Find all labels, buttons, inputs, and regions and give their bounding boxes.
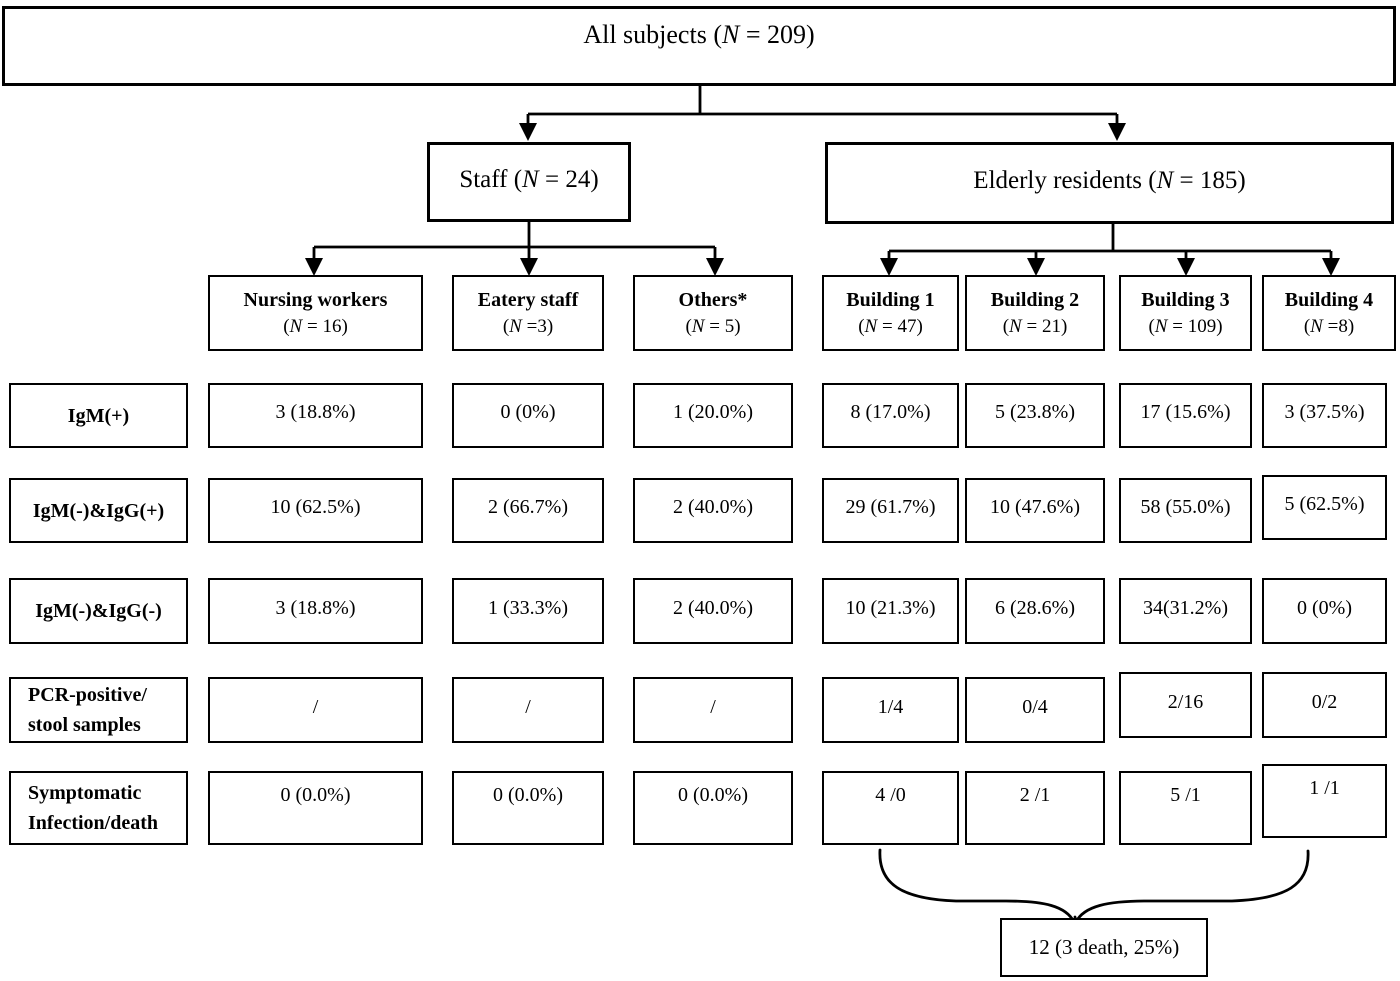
data-cell: 2 (66.7%) <box>452 478 604 543</box>
group-box-eatery-staff: Eatery staff (N =3) <box>452 275 604 351</box>
arrowhead-building-3 <box>1177 258 1195 276</box>
data-cell: 2/16 <box>1119 672 1252 738</box>
data-cell: 3 (18.8%) <box>208 383 423 448</box>
arrowhead-nursing <box>305 258 323 276</box>
group-title: Building 1 <box>846 288 935 311</box>
data-cell: 17 (15.6%) <box>1119 383 1252 448</box>
data-cell: 0 (0.0%) <box>452 771 604 845</box>
group-n: (N = 21) <box>1002 315 1068 337</box>
group-box-others: Others* (N = 5) <box>633 275 793 351</box>
group-n: (N = 16) <box>283 315 348 337</box>
data-cell: 0 (0%) <box>1262 578 1387 644</box>
data-cell: 34(31.2%) <box>1119 578 1252 644</box>
arrowhead-building-1 <box>880 258 898 276</box>
group-n: (N =3) <box>502 315 554 337</box>
data-cell: 6 (28.6%) <box>965 578 1105 644</box>
data-cell: 3 (37.5%) <box>1262 383 1387 448</box>
branch-lines-staff-groups <box>312 222 717 260</box>
group-box-building-1: Building 1 (N = 47) <box>822 275 959 351</box>
group-title: Nursing workers <box>243 288 388 311</box>
data-cell: 1 (33.3%) <box>452 578 604 644</box>
staff-label: Staff (N = 24) <box>459 166 599 193</box>
row-label-igm-positive: IgM(+) <box>9 383 188 448</box>
row-label-igm-neg-igg-pos: IgM(-)&IgG(+) <box>9 478 188 543</box>
data-cell: 0 (0.0%) <box>208 771 423 845</box>
data-cell: 2 /1 <box>965 771 1105 845</box>
all-subjects-label: All subjects (N = 209) <box>583 20 815 49</box>
arrowhead-staff <box>519 123 537 141</box>
group-title: Eatery staff <box>477 288 579 311</box>
data-cell: 1 /1 <box>1262 764 1387 838</box>
data-cell: 1/4 <box>822 677 959 743</box>
group-box-building-4: Building 4 (N =8) <box>1262 275 1396 351</box>
data-cell: 29 (61.7%) <box>822 478 959 543</box>
arrowhead-eatery <box>520 258 538 276</box>
data-cell: 10 (21.3%) <box>822 578 959 644</box>
arrowhead-building-4 <box>1322 258 1340 276</box>
data-cell: 1 (20.0%) <box>633 383 793 448</box>
brace-left <box>878 848 1076 924</box>
group-box-nursing-workers: Nursing workers (N = 16) <box>208 275 423 351</box>
data-cell: 5 (23.8%) <box>965 383 1105 448</box>
group-box-building-2: Building 2 (N = 21) <box>965 275 1105 351</box>
arrowhead-others <box>706 258 724 276</box>
data-cell: / <box>633 677 793 743</box>
data-cell: 0 (0%) <box>452 383 604 448</box>
group-title: Building 3 <box>1141 288 1230 311</box>
data-cell: 58 (55.0%) <box>1119 478 1252 543</box>
row-label-pcr-stool-samples: PCR-positive/ stool samples <box>9 677 188 743</box>
elderly-residents-label: Elderly residents (N = 185) <box>973 167 1246 194</box>
branch-lines-level2 <box>526 86 1119 125</box>
row-label-igm-neg-igg-neg: IgM(-)&IgG(-) <box>9 578 188 644</box>
group-box-building-3: Building 3 (N = 109) <box>1119 275 1252 351</box>
data-cell: 3 (18.8%) <box>208 578 423 644</box>
data-cell: 5 (62.5%) <box>1262 475 1387 540</box>
group-n: (N = 109) <box>1148 315 1223 337</box>
summary-box: 12 (3 death, 25%) <box>1000 918 1208 977</box>
group-n: (N = 47) <box>858 315 923 337</box>
branch-lines-building-groups <box>887 224 1333 260</box>
data-cell: 2 (40.0%) <box>633 578 793 644</box>
row-label-symptomatic-infection-death: Symptomatic Infection/death <box>9 771 188 845</box>
arrowhead-elderly <box>1108 123 1126 141</box>
group-title: Building 2 <box>990 288 1080 311</box>
data-cell: 10 (47.6%) <box>965 478 1105 543</box>
data-cell: 10 (62.5%) <box>208 478 423 543</box>
data-cell: / <box>208 677 423 743</box>
group-n: (N = 5) <box>685 315 741 337</box>
elderly-residents-box: Elderly residents (N = 185) <box>825 142 1394 224</box>
data-cell: / <box>452 677 604 743</box>
data-cell: 0 (0.0%) <box>633 771 793 845</box>
arrowhead-building-2 <box>1027 258 1045 276</box>
all-subjects-box: All subjects (N = 209) <box>2 6 1396 86</box>
data-cell: 0/2 <box>1262 672 1387 738</box>
data-cell: 4 /0 <box>822 771 959 845</box>
data-cell: 5 /1 <box>1119 771 1252 845</box>
group-title: Building 4 <box>1284 288 1374 311</box>
data-cell: 8 (17.0%) <box>822 383 959 448</box>
brace-right <box>1073 849 1310 927</box>
staff-box: Staff (N = 24) <box>427 142 631 222</box>
data-cell: 0/4 <box>965 677 1105 743</box>
data-cell: 2 (40.0%) <box>633 478 793 543</box>
group-n: (N =8) <box>1303 315 1355 337</box>
group-title: Others* <box>678 288 748 311</box>
